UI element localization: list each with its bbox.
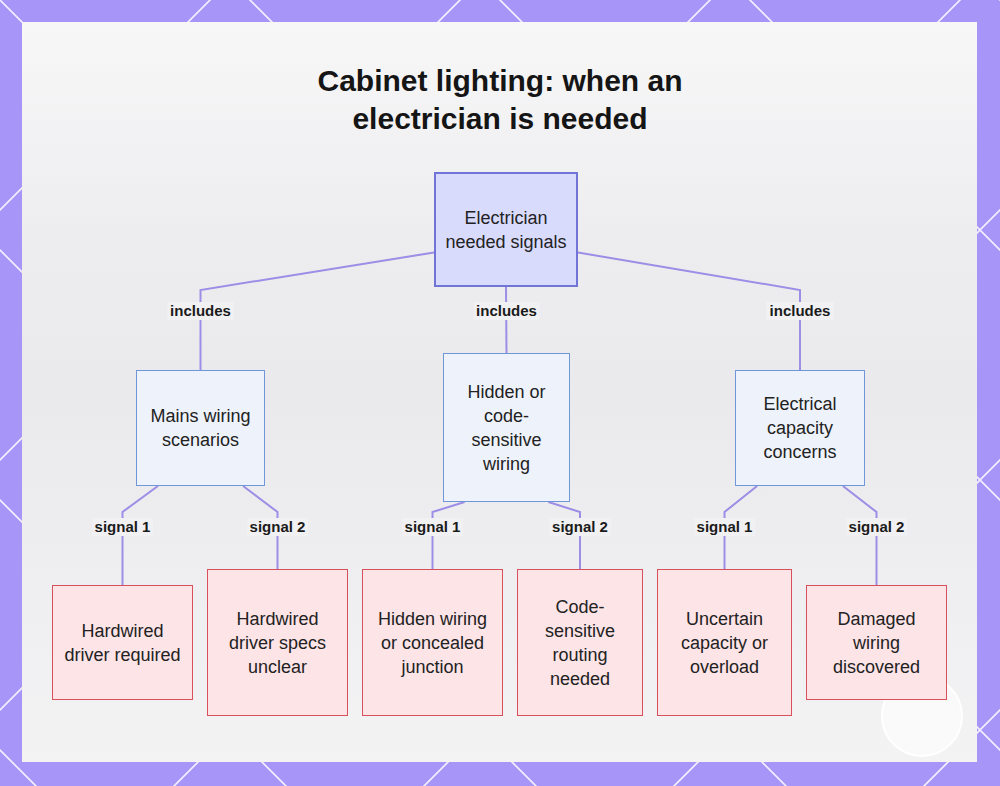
edge-label: signal 2 — [247, 518, 309, 536]
node-label: Hardwired driver specs unclear — [217, 607, 338, 679]
signal-box: Hardwired driver required — [52, 585, 193, 700]
root-box: Electrician needed signals — [434, 172, 578, 287]
connector-line — [201, 253, 435, 371]
edge-label: signal 2 — [549, 518, 611, 536]
signal-box: Damaged wiring discovered — [806, 585, 947, 700]
category-box: Electrical capacity concerns — [735, 370, 865, 486]
node-label: Electrical capacity concerns — [745, 392, 855, 464]
connector-line — [505, 287, 508, 353]
edge-label: signal 2 — [846, 518, 908, 536]
signal-box: Code-sensitive routing needed — [517, 569, 643, 716]
panel — [22, 22, 977, 762]
node-label: Electrician needed signals — [445, 206, 567, 254]
node-label: Hidden wiring or concealed junction — [372, 607, 493, 679]
node-label: Hardwired driver required — [62, 619, 183, 667]
edge-label: includes — [167, 302, 234, 320]
signal-box: Uncertain capacity or overload — [657, 569, 792, 716]
edge-label: signal 1 — [92, 518, 154, 536]
node-label: Hidden or code-sensitive wiring — [453, 380, 560, 476]
edge-label: signal 1 — [694, 518, 756, 536]
node-label: Uncertain capacity or overload — [667, 607, 782, 679]
signal-box: Hardwired driver specs unclear — [207, 569, 348, 716]
node-label: Mains wiring scenarios — [146, 404, 255, 452]
category-box: Mains wiring scenarios — [136, 370, 265, 486]
edge-label: includes — [767, 302, 834, 320]
edge-label: signal 1 — [402, 518, 464, 536]
node-label: Code-sensitive routing needed — [527, 595, 633, 691]
edge-label: includes — [473, 302, 540, 320]
node-label: Damaged wiring discovered — [816, 607, 937, 679]
signal-box: Hidden wiring or concealed junction — [362, 569, 503, 716]
category-box: Hidden or code-sensitive wiring — [443, 353, 570, 502]
diagram-title: Cabinet lighting: when an electrician is… — [270, 62, 730, 138]
